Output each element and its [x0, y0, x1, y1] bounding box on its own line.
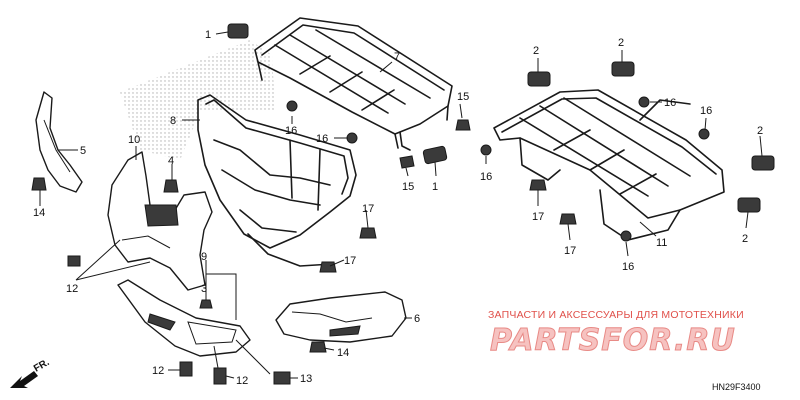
callout-6: 6	[414, 313, 420, 325]
nut-16-d	[638, 96, 650, 108]
bolt-17-a	[359, 227, 377, 239]
callout-16-f: 16	[622, 261, 634, 273]
callout-1-top: 1	[205, 29, 211, 41]
bolt-13	[273, 371, 291, 385]
callout-16-b: 16	[316, 133, 328, 145]
callout-1-side: 1	[432, 181, 438, 193]
nut-16-c	[480, 144, 492, 156]
grommet-2-b	[611, 61, 635, 77]
bolt-17-b	[319, 261, 337, 273]
callout-17-d: 17	[564, 245, 576, 257]
hardware	[31, 23, 775, 385]
grommet-1-top	[227, 23, 249, 39]
clip-4	[163, 179, 179, 193]
watermark: ЗАПЧАСТИ И АКСЕССУАРЫ ДЛЯ МОТОТЕХНИКИ PA…	[488, 309, 744, 359]
bolt-12-b	[179, 361, 193, 377]
bolt-12-c	[213, 367, 227, 385]
direction-label: FR.	[32, 357, 52, 375]
callout-labels: 1 7 8 16 15 16 15 1 2 2 16 16 2 16 17 17…	[33, 29, 763, 387]
bolt-15-a	[455, 119, 471, 131]
callout-12-c: 12	[236, 375, 248, 387]
skid-plate	[117, 279, 251, 357]
callout-3: 3	[201, 283, 207, 295]
watermark-caption: ЗАПЧАСТИ И АКСЕССУАРЫ ДЛЯ МОТОТЕХНИКИ	[488, 309, 744, 321]
nut-16-a	[286, 100, 298, 112]
arrow-icon	[10, 371, 38, 388]
grommet-2-d	[737, 197, 761, 213]
front-lower-cover	[107, 151, 213, 291]
callout-10: 10	[128, 134, 140, 146]
callout-17-b: 17	[344, 255, 356, 267]
leader-lines	[39, 31, 763, 379]
callout-11: 11	[656, 237, 667, 249]
left-fender-piece	[35, 91, 83, 193]
bolt-15-b	[399, 155, 415, 169]
callout-17-c: 17	[532, 211, 544, 223]
clip-14-b	[309, 341, 327, 353]
callout-9: 9	[201, 251, 207, 263]
clip-3	[199, 299, 213, 309]
bolt-12-a	[67, 255, 81, 267]
callout-2-d: 2	[742, 233, 748, 245]
callout-17-a: 17	[362, 203, 374, 215]
callout-16-d: 16	[664, 97, 676, 109]
callout-5: 5	[80, 145, 86, 157]
right-fender-piece	[275, 291, 407, 343]
callout-16-e: 16	[700, 105, 712, 117]
callout-4: 4	[168, 155, 174, 167]
callout-14-a: 14	[33, 207, 45, 219]
grommet-2-a	[527, 71, 551, 87]
callout-7: 7	[394, 51, 400, 63]
bolt-17-d	[559, 213, 577, 225]
clip-14-a	[31, 177, 47, 191]
bolt-17-c	[529, 179, 547, 191]
rear-carrier-rack	[493, 89, 725, 241]
callout-16-a: 16	[285, 125, 297, 137]
callout-15-a: 15	[457, 91, 469, 103]
callout-12-b: 12	[152, 365, 164, 377]
watermark-logo: PARTSFOR.RU	[490, 323, 736, 358]
nut-16-b	[346, 132, 358, 144]
callout-2-b: 2	[618, 37, 624, 49]
callout-2-c: 2	[757, 125, 763, 137]
front-direction-arrow: FR.	[10, 357, 52, 388]
front-bumper-guard	[197, 94, 357, 267]
callout-13: 13	[300, 373, 312, 385]
callout-2-a: 2	[533, 45, 539, 57]
nut-16-f	[620, 230, 632, 242]
callout-14-b: 14	[337, 347, 349, 359]
callout-12-a: 12	[66, 283, 78, 295]
diagram-code: HN29F3400	[712, 382, 761, 392]
front-carrier-rack	[254, 17, 453, 151]
callout-8: 8	[170, 115, 176, 127]
callout-16-c: 16	[480, 171, 492, 183]
callout-15-b: 15	[402, 181, 414, 193]
grommet-2-c	[751, 155, 775, 171]
nut-16-e	[698, 128, 710, 140]
grommet-1-side	[422, 145, 448, 165]
